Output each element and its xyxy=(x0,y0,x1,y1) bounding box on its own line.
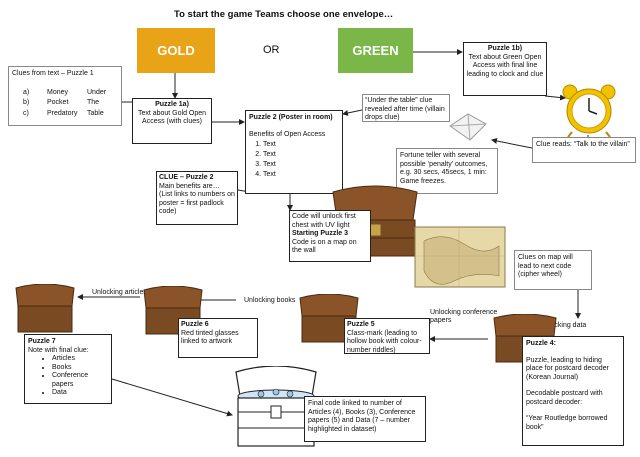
puzzle-2-heading: Puzzle 2 (Poster in room) xyxy=(249,114,333,121)
list-item: Conference papers xyxy=(52,372,108,389)
clue-puzzle-2-heading: CLUE – Puzzle 2 xyxy=(159,174,214,181)
treasure-chest-articles-icon xyxy=(15,284,75,333)
puzzle-6-box: Puzzle 6 Red tinted glasses linked to ar… xyxy=(178,318,258,358)
clock-clue-box: Clue reads: “Talk to the villain” xyxy=(532,137,636,163)
puzzle-7-box: Puzzle 7 Note with final clue: Articles … xyxy=(24,334,112,404)
list-item: Text xyxy=(263,140,339,150)
final-code-box: Final code linked to number of Articles … xyxy=(304,396,426,442)
list-item: Text xyxy=(263,150,339,160)
puzzle-4-p2: Decodable postcard with postcard decoder… xyxy=(526,390,603,406)
puzzle-1a-heading: Puzzle 1a) xyxy=(155,101,189,108)
under-table-text: “Under the table” clue revealed after ti… xyxy=(365,97,445,121)
fortune-teller-icon xyxy=(449,113,487,141)
puzzle-2-subtitle: Benefits of Open Access xyxy=(249,130,326,138)
list-item: Data xyxy=(52,389,108,398)
page-title: To start the game Teams choose one envel… xyxy=(174,9,394,20)
gold-envelope[interactable]: GOLD xyxy=(137,28,215,73)
alarm-clock-icon xyxy=(562,84,616,138)
map-clue-box: Clues on map will lead to next code (cip… xyxy=(514,250,592,290)
puzzle-1b-heading: Puzzle 1b) xyxy=(487,45,523,52)
clue-puzzle-2-box: CLUE – Puzzle 2 Main benefits are… (List… xyxy=(156,171,238,225)
clue-puzzle-2-line1: Main benefits are… xyxy=(159,182,220,190)
puzzle-3-box: Code will unlock first chest with UV lig… xyxy=(289,210,371,262)
gold-envelope-label: GOLD xyxy=(157,43,195,58)
puzzle-1b-box: Puzzle 1b) Text about Green Open Access … xyxy=(463,42,547,96)
fortune-teller-text: Fortune teller with several possible ‘pe… xyxy=(400,152,488,185)
or-label: OR xyxy=(263,44,280,56)
puzzle-2-box: Puzzle 2 (Poster in room) Benefits of Op… xyxy=(245,110,343,194)
final-code-text: Final code linked to number of Articles … xyxy=(308,400,416,433)
puzzle-3-line2: Code is on a map on the wall xyxy=(292,238,357,255)
clock-clue-text: Clue reads: “Talk to the villain” xyxy=(536,141,630,148)
puzzle-7-heading: Puzzle 7 xyxy=(28,338,56,345)
unlocking-conference-label: Unlocking conference papers xyxy=(430,309,498,324)
puzzle-5-heading: Puzzle 5 xyxy=(347,321,375,328)
puzzle-3-line1: Code will unlock first chest with UV lig… xyxy=(292,213,356,229)
puzzle-6-body: Red tinted glasses linked to artwork xyxy=(181,329,239,346)
unlocking-data-label: Unlocking data xyxy=(540,322,587,329)
clue-puzzle-2-line2: (List links to numbers on poster = first… xyxy=(159,191,235,215)
puzzle-4-p1: Puzzle, leading to hiding place for post… xyxy=(526,356,609,381)
clues-text-title: Clues from text – Puzzle 1 xyxy=(12,70,94,77)
puzzle-6-heading: Puzzle 6 xyxy=(181,321,209,328)
list-item: Articles xyxy=(52,355,108,364)
puzzle-1a-body: Text about Gold Open Access (with clues) xyxy=(137,109,207,126)
green-envelope[interactable]: GREEN xyxy=(338,28,413,73)
puzzle-1b-body: Text about Green Open Access with final … xyxy=(466,53,544,78)
green-envelope-label: GREEN xyxy=(352,43,399,58)
fortune-teller-box: Fortune teller with several possible ‘pe… xyxy=(396,148,498,194)
puzzle-4-box: Puzzle 4: Puzzle, leading to hiding plac… xyxy=(522,336,624,446)
puzzle-7-list: Articles Books Conference papers Data xyxy=(28,355,108,398)
puzzle-4-heading: Puzzle 4: xyxy=(526,340,556,347)
unlocking-books-label: Unlocking books xyxy=(244,297,296,304)
map-clue-text: Clues on map will lead to next code (cip… xyxy=(518,254,573,278)
final-treasure-chest-icon xyxy=(235,366,317,447)
list-item: Text xyxy=(263,170,339,180)
puzzle-5-box: Puzzle 5 Class-mark (leading to hollow b… xyxy=(344,318,430,354)
map-image xyxy=(414,226,506,288)
puzzle-1a-box: Puzzle 1a) Text about Gold Open Access (… xyxy=(132,98,212,144)
list-item: Text xyxy=(263,160,339,170)
puzzle-3-heading: Starting Puzzle 3 xyxy=(292,230,349,237)
under-table-box: “Under the table” clue revealed after ti… xyxy=(362,94,450,122)
list-item: Books xyxy=(52,364,108,373)
puzzle-2-list: Text Text Text Text xyxy=(249,140,339,180)
puzzle-5-body: Class-mark (leading to hollow book with … xyxy=(347,329,422,354)
puzzle-4-p3: “Year Routledge borrowed book” xyxy=(526,415,608,431)
unlocking-articles-label: Unlocking articles xyxy=(92,289,147,296)
puzzle-7-body: Note with final clue: xyxy=(28,346,89,354)
